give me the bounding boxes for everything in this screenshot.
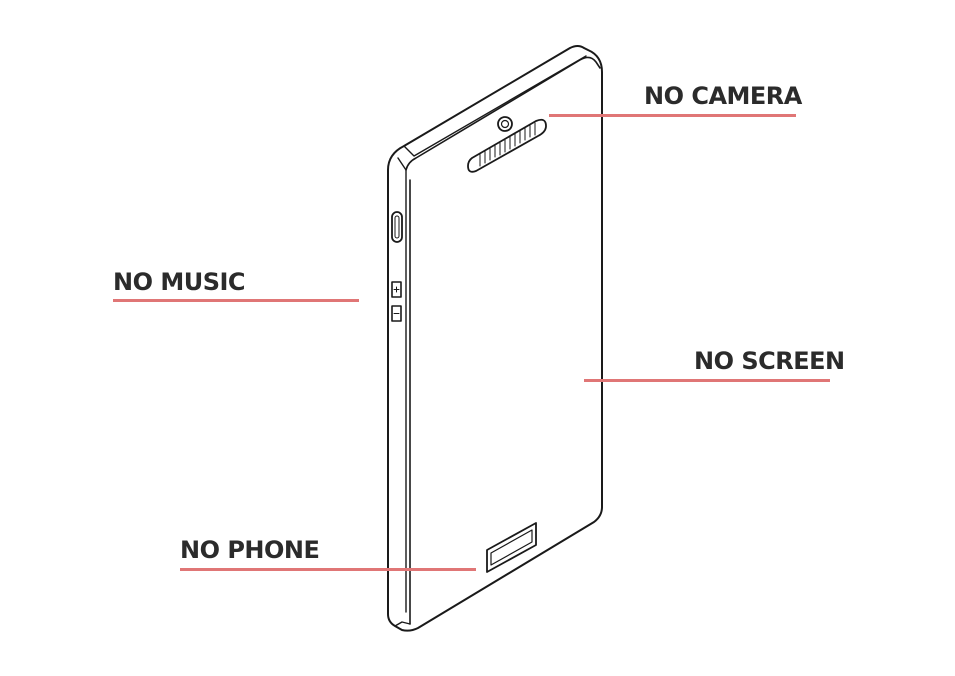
bottom-bevel [394, 621, 411, 627]
phone-callout-label: NO PHONE [180, 536, 320, 564]
volume-up-button [391, 281, 402, 298]
volume-down-button [391, 305, 402, 322]
bottom-port-inner [490, 529, 533, 566]
speaker-slots [479, 122, 536, 167]
speaker-grille-icon [467, 118, 547, 173]
top-bevel [403, 55, 587, 157]
camera-callout-label: NO CAMERA [644, 82, 802, 110]
camera-lens-inner [500, 119, 510, 129]
side-slot-icon [391, 211, 403, 243]
side-bevel [397, 157, 407, 613]
screen-callout-line [584, 379, 830, 382]
phone-outline-icon [387, 45, 603, 632]
side-slot-inner [394, 215, 400, 239]
camera-callout-line [549, 114, 796, 117]
camera-lens-icon [497, 116, 513, 132]
music-callout-label: NO MUSIC [113, 268, 246, 296]
bottom-port-icon [486, 522, 537, 573]
music-callout-line [113, 299, 359, 302]
screen-callout-label: NO SCREEN [694, 347, 845, 375]
plus-icon [393, 286, 400, 293]
front-face-edge [405, 56, 601, 625]
phone-callout-line [180, 568, 476, 571]
